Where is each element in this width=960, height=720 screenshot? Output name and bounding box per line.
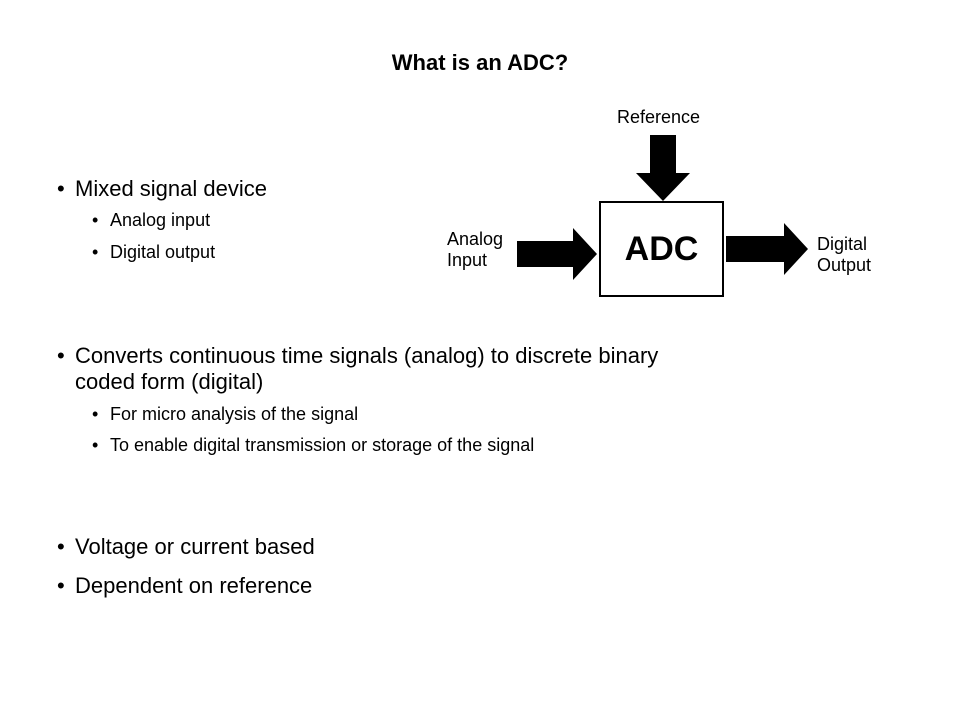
digital-label-line-1: Digital [817,234,868,254]
digital-output-arrow-icon [726,223,808,275]
sub-bullet-digital-output: • Digital output [92,241,215,263]
bullet-text-line-1: Converts continuous time signals (analog… [75,343,659,368]
bullet-dot: • [92,435,99,455]
bullet-voltage-current: • Voltage or current based [57,534,315,560]
bullet-dot: • [92,210,99,230]
bullet-text: Dependent on reference [75,573,313,598]
bullet-dot: • [57,343,65,368]
bullet-converts: • Converts continuous time signals (anal… [57,343,658,395]
analog-label-line-1: Analog [447,229,504,249]
bullet-text: Analog input [110,210,211,230]
adc-block-label: ADC [624,229,699,268]
bullet-dot: • [57,534,65,559]
bullet-text: Voltage or current based [75,534,315,559]
analog-input-arrow-icon [517,228,597,280]
sub-bullet-analog-input: • Analog input [92,209,210,231]
bullet-dot: • [92,404,99,424]
sub-bullet-micro-analysis: • For micro analysis of the signal [92,403,358,425]
digital-output-label: Digital Output [817,234,871,276]
reference-arrow-icon [636,135,690,201]
bullet-mixed-signal: • Mixed signal device [57,176,267,202]
bullet-dependent-reference: • Dependent on reference [57,573,312,599]
analog-label-line-2: Input [447,250,488,270]
analog-input-label: Analog Input [447,229,503,271]
bullet-text: Mixed signal device [75,176,267,201]
slide-title: What is an ADC? [391,50,569,75]
bullet-text: Digital output [110,242,216,262]
digital-label-line-2: Output [817,255,872,275]
reference-label: Reference [617,107,701,127]
bullet-dot: • [92,242,99,262]
bullet-text-line-2: coded form (digital) [75,369,264,394]
bullet-text: For micro analysis of the signal [110,404,359,424]
adc-block: ADC [599,201,724,297]
bullet-dot: • [57,176,65,201]
bullet-text: To enable digital transmission or storag… [110,435,535,455]
bullet-dot: • [57,573,65,598]
sub-bullet-digital-transmission: • To enable digital transmission or stor… [92,434,534,456]
